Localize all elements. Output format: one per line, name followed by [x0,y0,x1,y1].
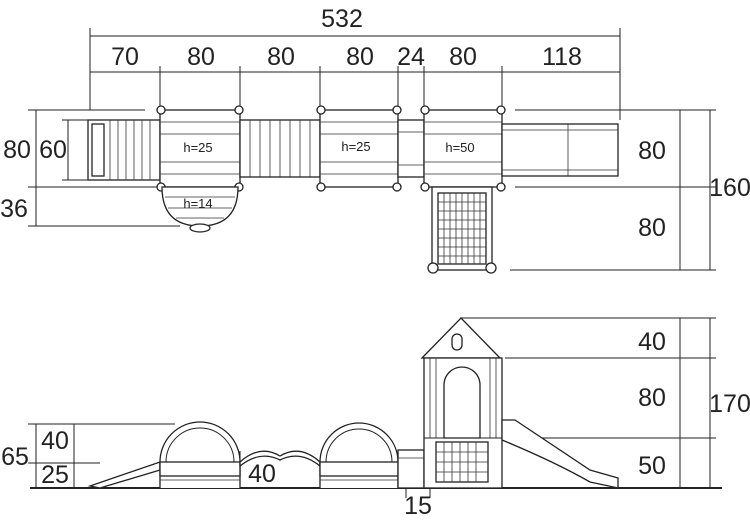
right-lower-label: 80 [638,214,666,242]
tower-platform-height: h=50 [445,140,474,155]
left-depth-inner-label: 60 [39,136,67,164]
right-total-label: 160 [709,174,750,202]
left-ramp-side [87,461,161,489]
left-depth-outer-label: 80 [3,136,31,164]
tower-lower-label: 50 [638,452,666,480]
left-depth-lower-label: 36 [0,195,28,223]
platform-2-height: h=25 [341,139,370,154]
segment-label-4: 80 [346,43,374,71]
slide-top [501,123,619,177]
bottom-gap-label: 15 [404,492,432,520]
arch-2 [319,422,399,488]
tower-total-label: 170 [709,390,750,418]
segment-label-2: 80 [187,43,215,71]
top-view-structure: h=25 h=14 h=25 [87,105,619,274]
platform-1-height: h=25 [183,140,212,155]
top-dimension-lines [28,28,716,271]
bridge-height-label: 40 [248,460,276,488]
arch-1 [159,421,241,488]
segment-label-5: 24 [397,43,425,71]
total-width-label: 532 [321,5,363,33]
left-total-label: 65 [1,443,29,471]
roof-height-label: 40 [638,328,666,356]
tower-doorway [443,366,481,439]
slide-side [501,419,619,489]
left-upper-label: 40 [41,427,69,455]
segment-label-1: 70 [111,43,139,71]
right-upper-label: 80 [638,137,666,165]
round-platform-height: h=14 [183,196,212,211]
tower-mid-label: 80 [638,384,666,412]
left-lower-label: 25 [41,461,69,489]
top-dimension-labels: 532 70 80 80 80 24 80 118 80 60 36 80 80… [0,5,750,242]
segment-label-7: 118 [542,43,582,71]
side-view-structure [87,317,619,489]
segment-label-6: 80 [449,43,477,71]
side-dimension-labels: 65 40 25 40 15 40 80 50 170 [1,328,750,520]
step-side [397,449,425,489]
segment-label-3: 80 [267,43,295,71]
step-top [397,119,425,178]
